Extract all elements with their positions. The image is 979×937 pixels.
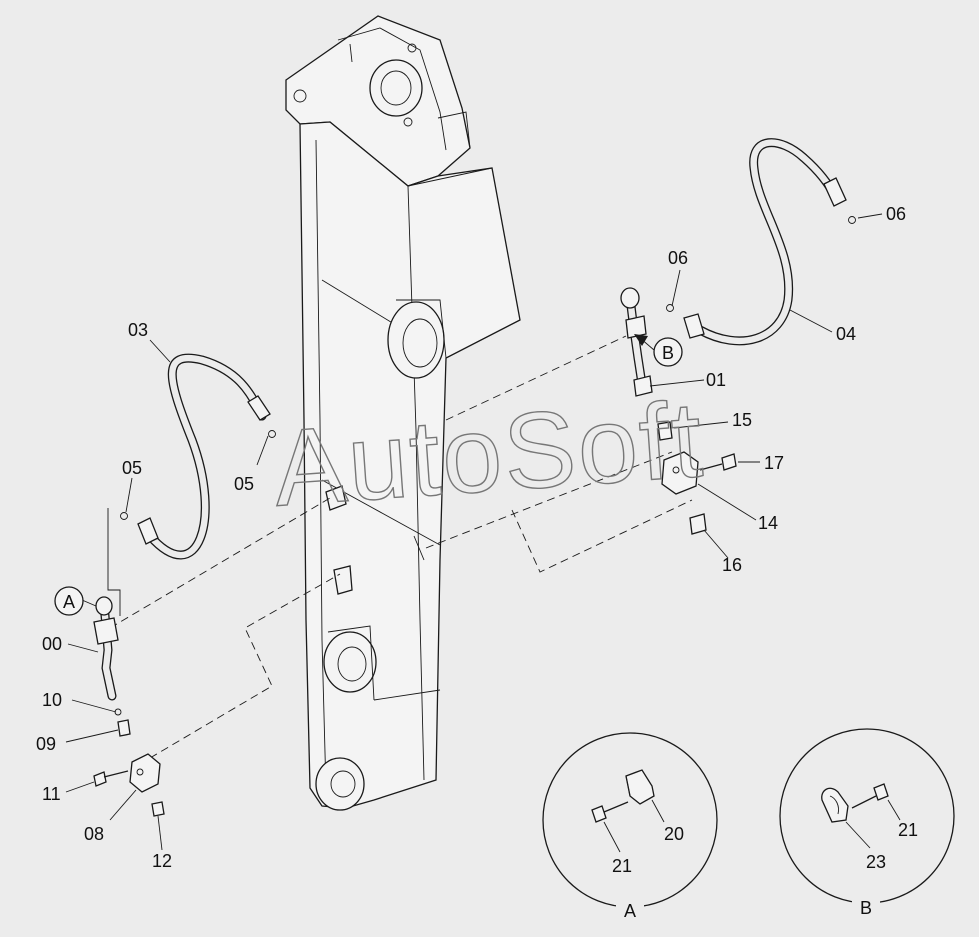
- callout-11: 11: [42, 784, 61, 804]
- callout-16: 16: [722, 555, 742, 575]
- callout-06-right: 06: [886, 204, 906, 224]
- detail-b-callout-23: 23: [866, 852, 886, 872]
- left-pipe-assembly: [93, 353, 276, 817]
- callout-10: 10: [42, 690, 62, 710]
- right-pipe-assembly: [620, 138, 856, 535]
- marker-a: A: [54, 586, 84, 616]
- callout-04: 04: [836, 324, 856, 344]
- detail-b: 21 23 B: [779, 728, 955, 918]
- callout-17: 17: [764, 453, 784, 473]
- callout-06-mid: 06: [668, 248, 688, 268]
- callout-03: 03: [128, 320, 148, 340]
- detail-a-callout-21: 21: [612, 856, 632, 876]
- marker-a-label: A: [63, 592, 75, 612]
- callout-05-left: 05: [122, 458, 142, 478]
- callout-leaders: [65, 213, 883, 851]
- callout-05-left-hose: 05: [234, 474, 254, 494]
- callout-08: 08: [84, 824, 104, 844]
- boom-arm: [285, 15, 521, 811]
- leader-lines: [107, 335, 693, 759]
- callout-15: 15: [732, 410, 752, 430]
- callout-12: 12: [152, 851, 172, 871]
- marker-b-label: B: [662, 343, 674, 363]
- marker-b: B: [653, 337, 683, 367]
- callout-01: 01: [706, 370, 726, 390]
- callout-numbers: 03 05 05 00 10 09 11 08 12 06 06 04 01 1…: [36, 204, 906, 871]
- detail-a-label: A: [624, 901, 636, 921]
- callout-00: 00: [42, 634, 62, 654]
- detail-b-label: B: [860, 898, 872, 918]
- detail-a-callout-20: 20: [664, 824, 684, 844]
- callout-09: 09: [36, 734, 56, 754]
- detail-b-callout-21: 21: [898, 820, 918, 840]
- callout-14: 14: [758, 513, 778, 533]
- detail-a: 20 21 A: [542, 732, 718, 921]
